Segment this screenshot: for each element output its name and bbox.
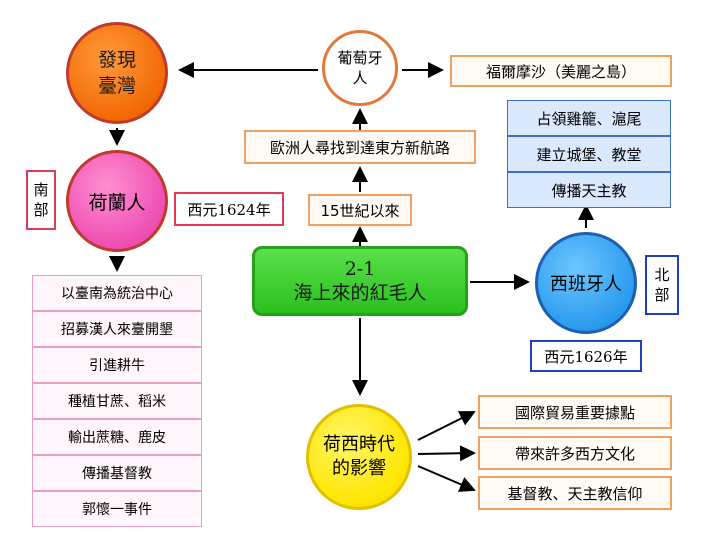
dutch-item-text: 種植甘蔗、稻米 [68, 394, 166, 410]
spanish-item-text: 傳播天主教 [551, 181, 627, 200]
dutch-item-text: 招募漢人來臺開墾 [61, 322, 173, 338]
portuguese-line1: 葡萄牙 [337, 49, 383, 67]
list-item: 招募漢人來臺開墾 [32, 311, 202, 347]
main-topic-node: 2-1 海上來的紅毛人 [252, 246, 468, 316]
influence-item-text: 帶來許多西方文化 [514, 444, 635, 463]
spanish-items-list: 占領雞籠、滬尾 建立城堡、教堂 傳播天主教 [507, 100, 671, 208]
list-item: 以臺南為統治中心 [32, 275, 202, 311]
dutch-item-text: 以臺南為統治中心 [61, 286, 173, 302]
dutch-items-list: 以臺南為統治中心 招募漢人來臺開墾 引進耕牛 種植甘蔗、稻米 輸出蔗糖、鹿皮 傳… [32, 275, 202, 527]
spanish-label: 西班牙人 [550, 274, 622, 295]
spanish-item-text: 建立城堡、教堂 [536, 145, 642, 164]
europe-route-box: 歐洲人尋找到達東方新航路 [244, 130, 476, 164]
spanish-year-text: 西元1626年 [544, 347, 628, 366]
influence-item-text: 基督教、天主教信仰 [507, 484, 643, 503]
spanish-item-text: 占領雞籠、滬尾 [536, 109, 642, 128]
europe-route-text: 歐洲人尋找到達東方新航路 [269, 138, 450, 157]
arrow-influence-to-item1 [417, 411, 476, 441]
portuguese-line2: 人 [352, 69, 368, 87]
discover-taiwan-node: 發現 臺灣 [66, 22, 168, 124]
list-item: 占領雞籠、滬尾 [507, 100, 671, 136]
influence-line2: 的影響 [332, 458, 386, 479]
arrow-influence-to-item2 [417, 445, 476, 462]
list-item: 種植甘蔗、稻米 [32, 383, 202, 419]
dutch-region-box: 南 部 [26, 170, 56, 230]
dutch-item-text: 輸出蔗糖、鹿皮 [68, 430, 166, 446]
influence-item-box: 基督教、天主教信仰 [478, 476, 672, 510]
portuguese-node: 葡萄牙 人 [322, 30, 398, 106]
list-item: 傳播天主教 [507, 172, 671, 208]
dutch-node: 荷蘭人 [66, 150, 168, 252]
portuguese-name-box: 福爾摩沙（美麗之島） [450, 55, 672, 87]
since-15c-text: 15世紀以來 [320, 201, 400, 220]
influence-node: 荷西時代 的影響 [306, 404, 412, 510]
list-item: 輸出蔗糖、鹿皮 [32, 419, 202, 455]
since-15c-box: 15世紀以來 [308, 194, 412, 226]
dutch-year-text: 西元1624年 [187, 200, 271, 219]
list-item: 引進耕牛 [32, 347, 202, 383]
spanish-year-box: 西元1626年 [530, 340, 642, 372]
spanish-node: 西班牙人 [535, 232, 637, 334]
main-topic-code: 2-1 [344, 258, 376, 280]
discover-taiwan-line2: 臺灣 [97, 75, 136, 97]
list-item: 建立城堡、教堂 [507, 136, 671, 172]
portuguese-name-text: 福爾摩沙（美麗之島） [485, 62, 636, 81]
dutch-item-text: 郭懷一事件 [82, 502, 152, 518]
arrow-influence-to-item3 [417, 465, 476, 492]
discover-taiwan-line1: 發現 [97, 49, 136, 71]
dutch-year-box: 西元1624年 [174, 192, 284, 226]
main-topic-title: 海上來的紅毛人 [293, 282, 427, 304]
dutch-item-text: 引進耕牛 [89, 358, 145, 374]
influence-item-text: 國際貿易重要據點 [514, 403, 635, 422]
list-item: 傳播基督教 [32, 455, 202, 491]
dutch-region-line1: 南 [33, 181, 49, 199]
spanish-region-line2: 部 [654, 286, 670, 304]
influence-item-box: 帶來許多西方文化 [478, 436, 672, 470]
list-item: 郭懷一事件 [32, 491, 202, 527]
dutch-region-line2: 部 [33, 201, 49, 219]
influence-line1: 荷西時代 [323, 434, 395, 455]
dutch-label: 荷蘭人 [88, 191, 146, 214]
spanish-region-line1: 北 [654, 266, 670, 284]
dutch-item-text: 傳播基督教 [82, 466, 152, 482]
influence-item-box: 國際貿易重要據點 [478, 395, 672, 429]
spanish-region-box: 北 部 [645, 255, 679, 315]
